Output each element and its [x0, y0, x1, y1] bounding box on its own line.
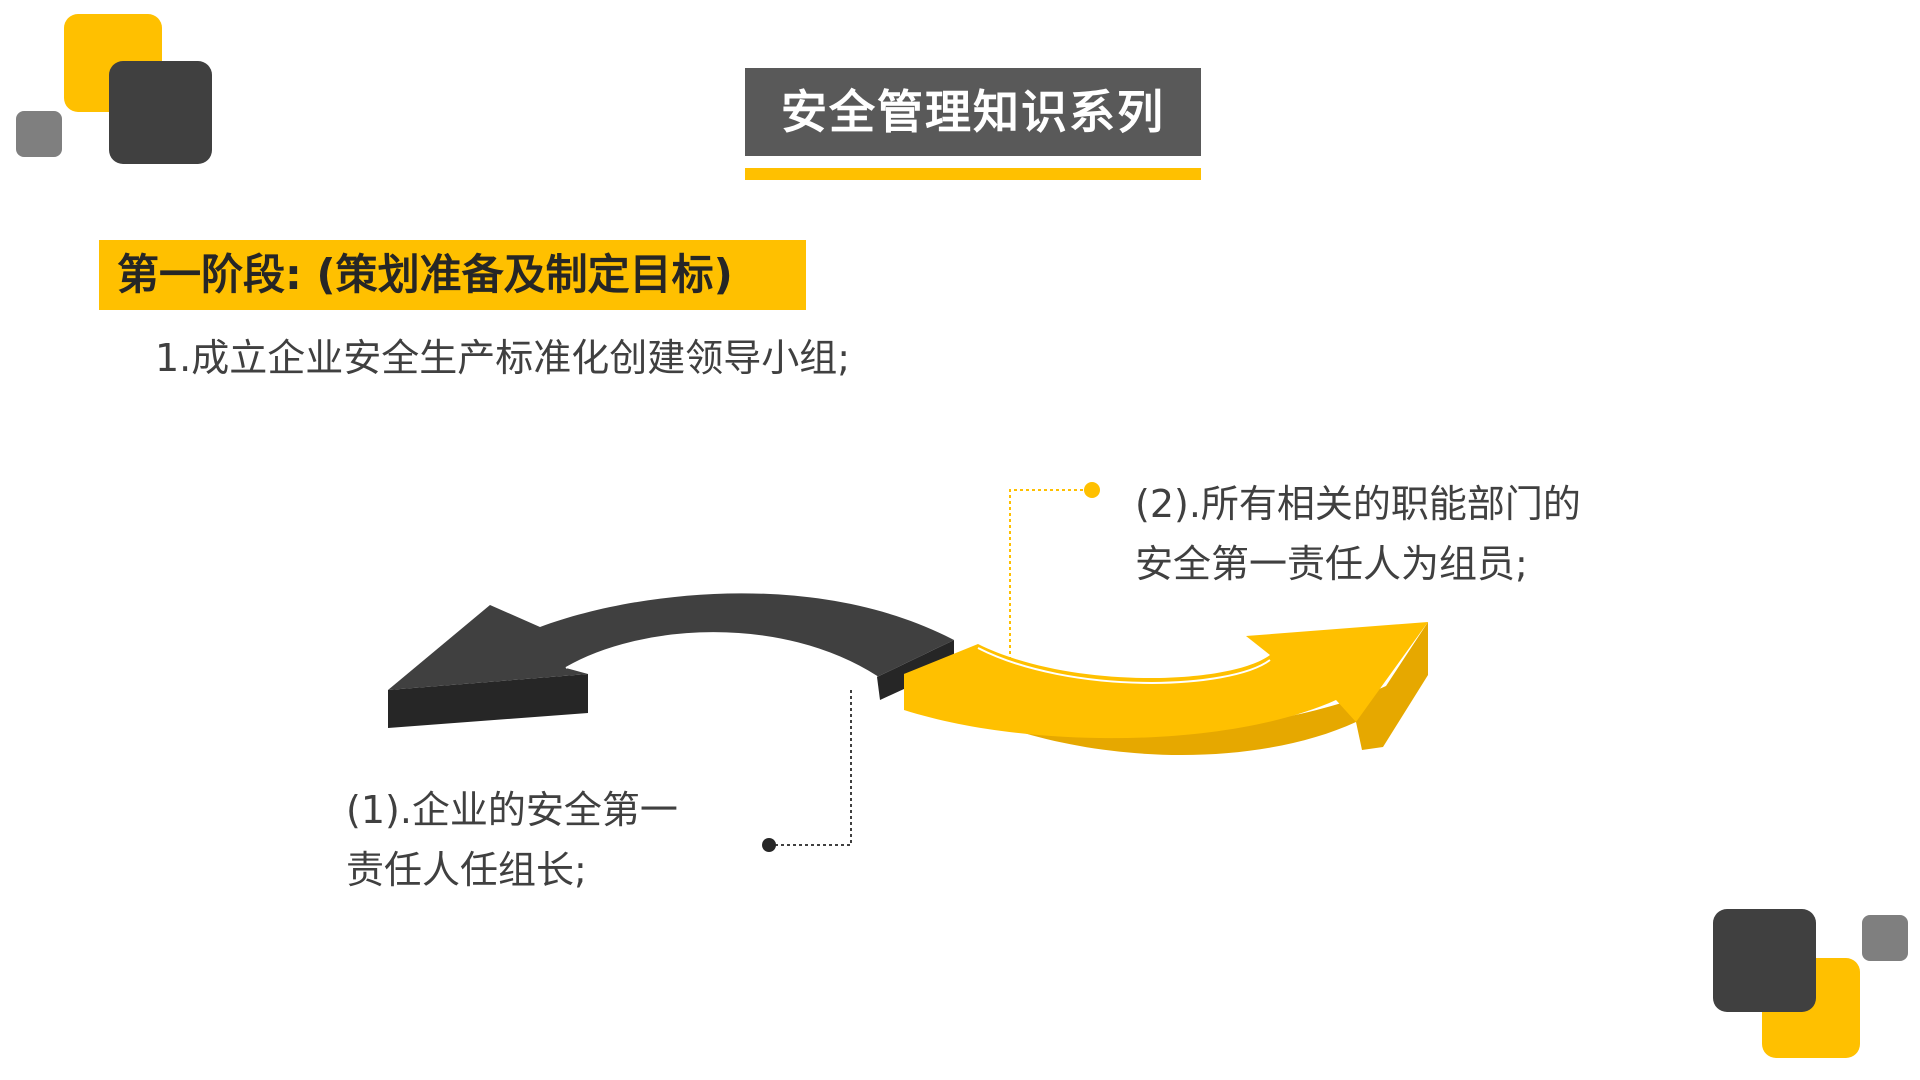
stage-heading: 第一阶段: (策划准备及制定目标)	[99, 240, 806, 310]
left-arrow-top-face	[388, 593, 954, 690]
right-arrow-highlight	[977, 647, 1271, 684]
deco-square-gray-top	[16, 111, 62, 157]
callout-leader-line1: (1).企业的安全第一	[346, 788, 678, 832]
callout-leader: (1).企业的安全第一 责任人任组长;	[346, 780, 678, 900]
callout-leader-line2: 责任人任组长;	[346, 848, 587, 892]
curved-arrow-left-icon	[388, 593, 954, 728]
step-1-text: 1.成立企业安全生产标准化创建领导小组;	[155, 336, 851, 380]
left-callout-connector	[762, 690, 852, 852]
callout-members-line1: (2).所有相关的职能部门的	[1135, 482, 1581, 526]
deco-square-dark-bottom	[1713, 909, 1816, 1012]
callout-members-line2: 安全第一责任人为组员;	[1135, 542, 1528, 586]
callout-members: (2).所有相关的职能部门的 安全第一责任人为组员;	[1135, 474, 1581, 594]
right-connector-dot	[1084, 482, 1100, 498]
page-title: 安全管理知识系列	[745, 68, 1201, 156]
left-arrow-highlight	[565, 632, 878, 678]
title-underline	[745, 168, 1201, 180]
deco-square-gray-bottom	[1862, 915, 1908, 961]
right-callout-connector	[1009, 482, 1100, 660]
curved-arrow-right-icon	[904, 622, 1428, 755]
deco-square-dark-top	[109, 61, 212, 164]
left-arrow-front-tip	[388, 674, 588, 728]
right-arrow-top-face	[904, 622, 1428, 739]
left-connector-dot	[762, 838, 776, 852]
